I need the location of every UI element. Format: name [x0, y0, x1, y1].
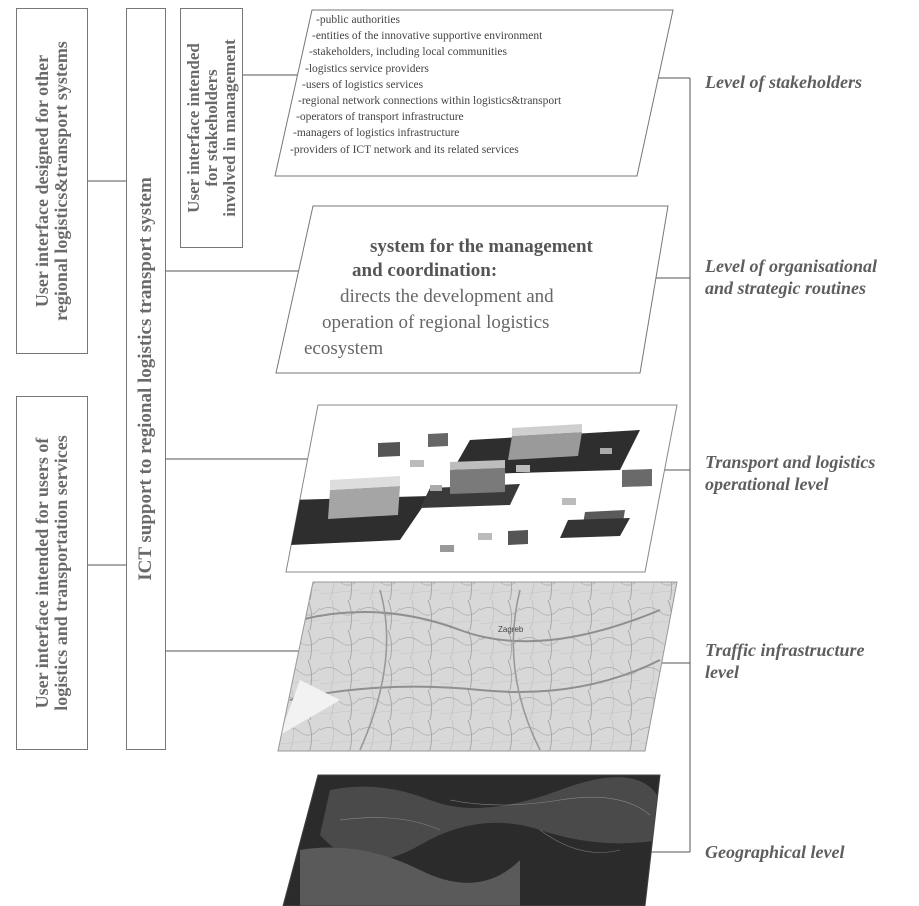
users-services-line1: User interface intended for users of	[32, 437, 53, 709]
level-geographical-text: Geographical level	[705, 842, 845, 862]
warehouse-small-1	[378, 442, 400, 457]
operations-illustration	[290, 424, 652, 552]
level-transport-line1: Transport and logistics	[705, 452, 876, 472]
warehouse-small-5	[508, 530, 528, 545]
stakeholders-mgmt-interface-box: User interface intended for stakeholders…	[180, 8, 243, 248]
management-panel	[275, 205, 669, 374]
terminal-roof	[512, 424, 582, 436]
ict-support-box: ICT support to regional logistics transp…	[126, 8, 166, 750]
warehouse-small-2	[428, 433, 448, 447]
management-body-1: directs the development and	[340, 286, 554, 307]
geographic-map	[283, 775, 660, 906]
other-systems-line2: regional logistics&transport systems	[51, 41, 71, 321]
truck-6	[440, 545, 454, 552]
level-organisational-line1: Level of organisational	[705, 256, 877, 276]
hub-building	[450, 468, 505, 494]
level-stakeholders-text: Level of stakeholders	[705, 72, 862, 92]
management-heading-2: and coordination:	[352, 260, 498, 281]
other-systems-line1: User interface designed for other	[32, 54, 53, 308]
management-body-2: operation of regional logistics	[322, 312, 550, 333]
traffic-map	[278, 582, 677, 751]
truck-4	[562, 498, 576, 505]
stakeholders-mgmt-line2: for stakeholders	[201, 69, 221, 187]
level-traffic-line2: level	[705, 661, 739, 682]
list-item: -entities of the innovative supportive e…	[312, 30, 543, 43]
truck-3	[430, 485, 442, 491]
level-organisational-label: Level of organisational and strategic ro…	[705, 256, 877, 299]
level-traffic-label: Traffic infrastructure level	[705, 640, 865, 683]
truck-2	[516, 465, 530, 472]
list-item: -providers of ICT network and its relate…	[290, 143, 519, 156]
users-services-interface-box: User interface intended for users of log…	[16, 396, 88, 750]
list-item: -regional network connections within log…	[298, 95, 562, 108]
users-services-line2: logistics and transportation services	[51, 435, 71, 711]
level-stakeholders-label: Level of stakeholders	[705, 72, 862, 94]
stakeholders-list: -public authorities -entities of the inn…	[290, 12, 561, 158]
truck-7	[600, 448, 612, 454]
depot-roof	[330, 476, 400, 490]
level-traffic-line1: Traffic infrastructure	[705, 640, 865, 660]
management-body-3: ecosystem	[304, 338, 384, 359]
ict-support-label: ICT support to regional logistics transp…	[135, 177, 157, 581]
truck-5	[478, 533, 492, 540]
level-transport-line2: operational level	[705, 473, 829, 494]
stakeholders-panel	[274, 9, 674, 177]
level-organisational-line2: and strategic routines	[705, 277, 867, 298]
list-item: -public authorities	[316, 14, 400, 26]
list-item: -stakeholders, including local communiti…	[309, 46, 508, 59]
warehouse-small-3	[622, 469, 652, 487]
management-heading-1: system for the management	[370, 236, 593, 257]
terminal-building	[508, 432, 582, 460]
list-item: -users of logistics services	[302, 78, 424, 91]
list-item: -managers of logistics infrastructure	[293, 127, 460, 140]
level-transport-label: Transport and logistics operational leve…	[705, 452, 875, 495]
map-city-label: Zagreb	[498, 625, 524, 634]
list-item: -logistics service providers	[305, 62, 429, 75]
connector-lines	[88, 74, 691, 853]
truck-1	[410, 460, 424, 467]
stakeholders-mgmt-line3: involved in management	[219, 39, 239, 217]
level-geographical-label: Geographical level	[705, 842, 844, 864]
stakeholders-mgmt-line1: User interface intended	[183, 43, 203, 213]
hub-roof	[450, 460, 505, 470]
list-item: -operators of transport infrastructure	[296, 111, 464, 124]
other-systems-interface-box: User interface designed for other region…	[16, 8, 88, 354]
trailer-pad	[560, 518, 630, 538]
depot-building	[328, 486, 400, 519]
